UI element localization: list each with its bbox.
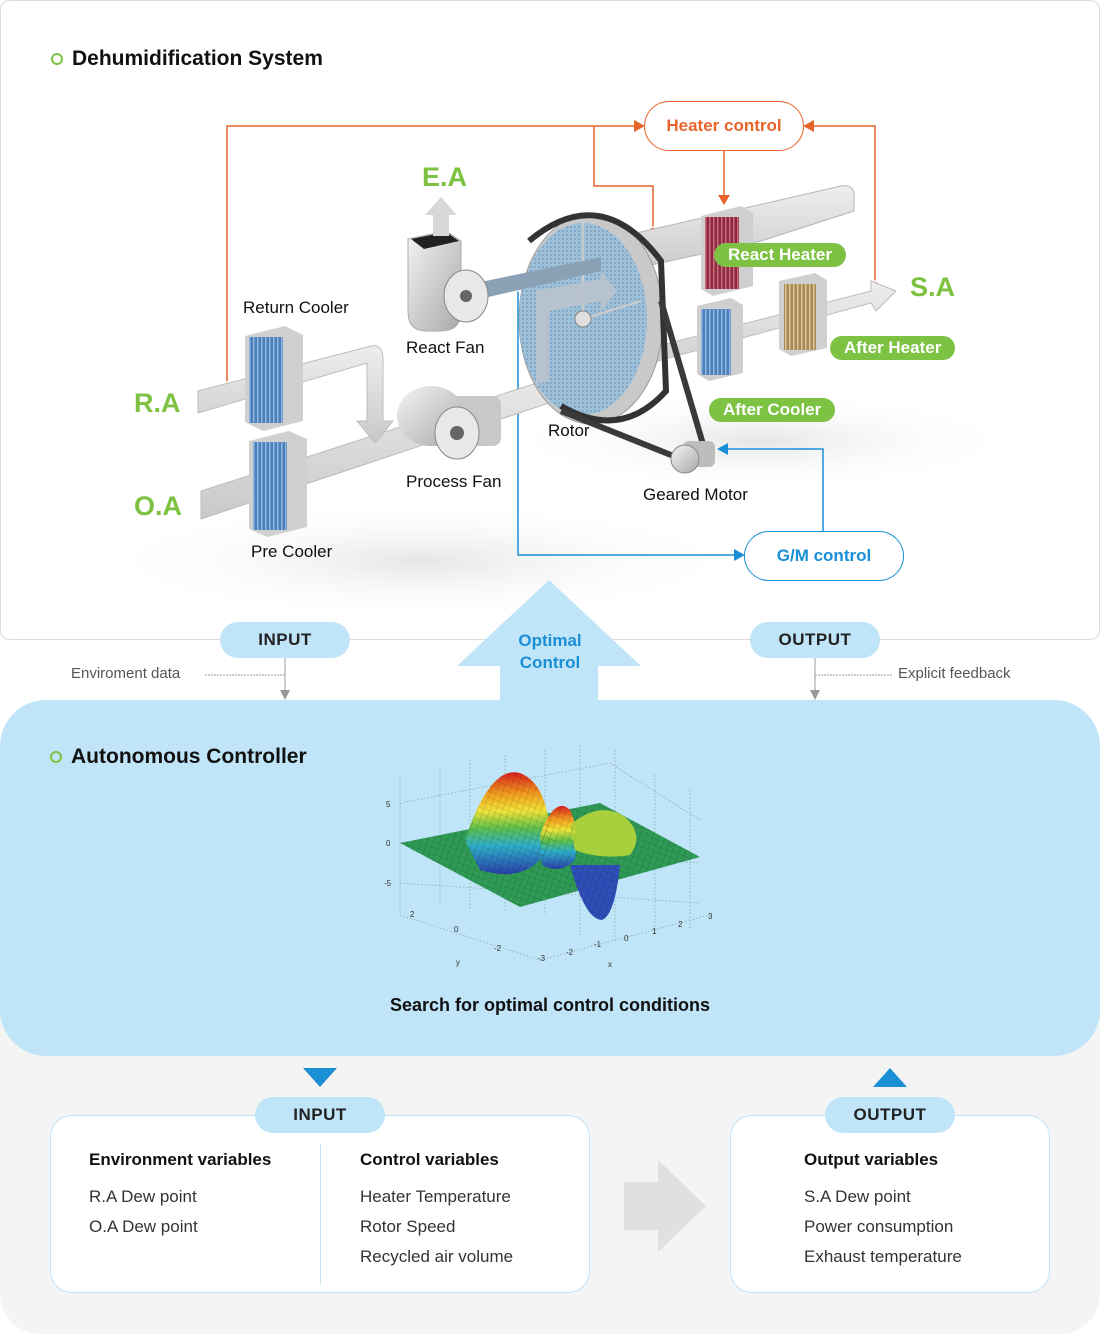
variable-item: Power consumption [804,1217,954,1236]
label-return-cooler: Return Cooler [243,298,349,317]
label-rotor: Rotor [548,421,590,440]
optimal-control-arrow [457,580,641,702]
search-caption: Search for optimal control conditions [389,995,711,1015]
flow-output-pill: OUTPUT [750,622,880,658]
dehumidification-system-panel: Dehumidification System [0,0,1100,640]
output-variables-column: Output variables S.A Dew point Power con… [804,1150,962,1272]
air-label-ea: E.A [422,162,468,192]
optimal-control-label: Optimal Control [518,631,582,672]
surface-hump [570,810,637,857]
variable-item: Heater Temperature [360,1187,511,1206]
drive-belt [559,300,708,462]
label-process-fan: Process Fan [406,472,502,491]
environment-variables-column: Environment variables R.A Dew point O.A … [89,1150,271,1242]
process-fan [397,386,501,460]
input-direction-arrow [303,1068,337,1087]
tag-after-cooler: After Cooler [709,398,836,422]
x-tick: 3 [708,912,713,921]
bullet-ring-icon [50,751,62,763]
explicit-feedback-note: Explicit feedback [898,665,1011,682]
gm-control-lines [517,287,824,556]
label-pre-cooler: Pre Cooler [251,542,333,561]
variable-item: Exhaust temperature [804,1247,962,1266]
flow-input-pill: INPUT [220,622,350,658]
after-cooler-coil [697,298,743,381]
variables-output-pill: OUTPUT [825,1097,955,1133]
air-label-sa: S.A [910,272,956,302]
x-tick: 1 [652,927,657,936]
label-react-fan: React Fan [406,338,485,357]
output-direction-arrow [873,1068,907,1087]
air-label-ra: R.A [134,388,181,418]
input-variables-card: Environment variables R.A Dew point O.A … [50,1115,590,1293]
variable-item: R.A Dew point [89,1187,197,1206]
variables-input-pill: INPUT [255,1097,385,1133]
tag-after-heater: After Heater [830,336,956,360]
arrow-to-geared-motor [717,443,728,455]
geared-motor [670,441,715,474]
label-geared-motor: Geared Motor [643,485,748,504]
y-tick: 2 [410,910,415,919]
heater-control-lines [226,125,876,385]
controller-title: Autonomous Controller [50,745,307,769]
variable-item: Rotor Speed [360,1217,456,1236]
control-variables-column: Control variables Heater Temperature Rot… [360,1150,513,1272]
return-duct [197,345,395,444]
react-fan [407,197,489,332]
column-divider [320,1144,321,1284]
y-tick: -2 [494,944,502,953]
variable-item: O.A Dew point [89,1217,198,1236]
x-tick: -3 [538,954,546,963]
after-heater-coil [779,273,827,356]
x-tick: -2 [566,948,574,957]
heater-control-node[interactable]: Heater control [644,101,804,151]
variable-item: Recycled air volume [360,1247,514,1266]
system-diagram [91,120,1021,621]
input-to-output-arrow [624,1160,706,1252]
exhaust-arrow [425,197,457,236]
z-tick: -5 [384,879,392,888]
air-label-oa: O.A [134,491,183,521]
plot-ticks: 5 0 -5 2 0 -2 -3 -2 -1 0 1 2 3 x y [384,800,713,969]
x-tick: 0 [624,934,629,943]
x-tick: -1 [594,940,602,949]
surface-plot: 5 0 -5 2 0 -2 -3 -2 -1 0 1 2 3 x y [384,745,713,969]
arrow-to-heater-control [634,120,645,132]
output-variables-card: Output variables S.A Dew point Power con… [730,1115,1050,1293]
z-tick: 5 [386,800,391,809]
environment-data-note: Enviroment data [71,665,181,682]
ground-shadow [91,501,751,621]
z-tick: 0 [386,839,391,848]
return-cooler-coil [245,326,303,431]
rotor [518,212,670,425]
gm-control-node[interactable]: G/M control [744,531,904,581]
bullet-ring-icon [51,53,63,65]
arrow-from-sa-to-heater-control [803,120,814,132]
system-title: Dehumidification System [51,47,323,71]
x-tick: 2 [678,920,683,929]
tag-react-heater: React Heater [714,243,846,267]
x-axis-label: x [608,960,612,969]
react-duct [471,257,601,301]
variable-item: S.A Dew point [804,1187,911,1206]
output-down-arrow [810,690,820,700]
flow-connectors [205,658,892,700]
y-axis-label: y [456,958,460,967]
arrow-to-gm-control [734,549,745,561]
y-tick: 0 [454,925,459,934]
pre-cooler-coil [249,431,307,537]
input-down-arrow [280,690,290,700]
arrow-to-react-heater [718,195,730,205]
